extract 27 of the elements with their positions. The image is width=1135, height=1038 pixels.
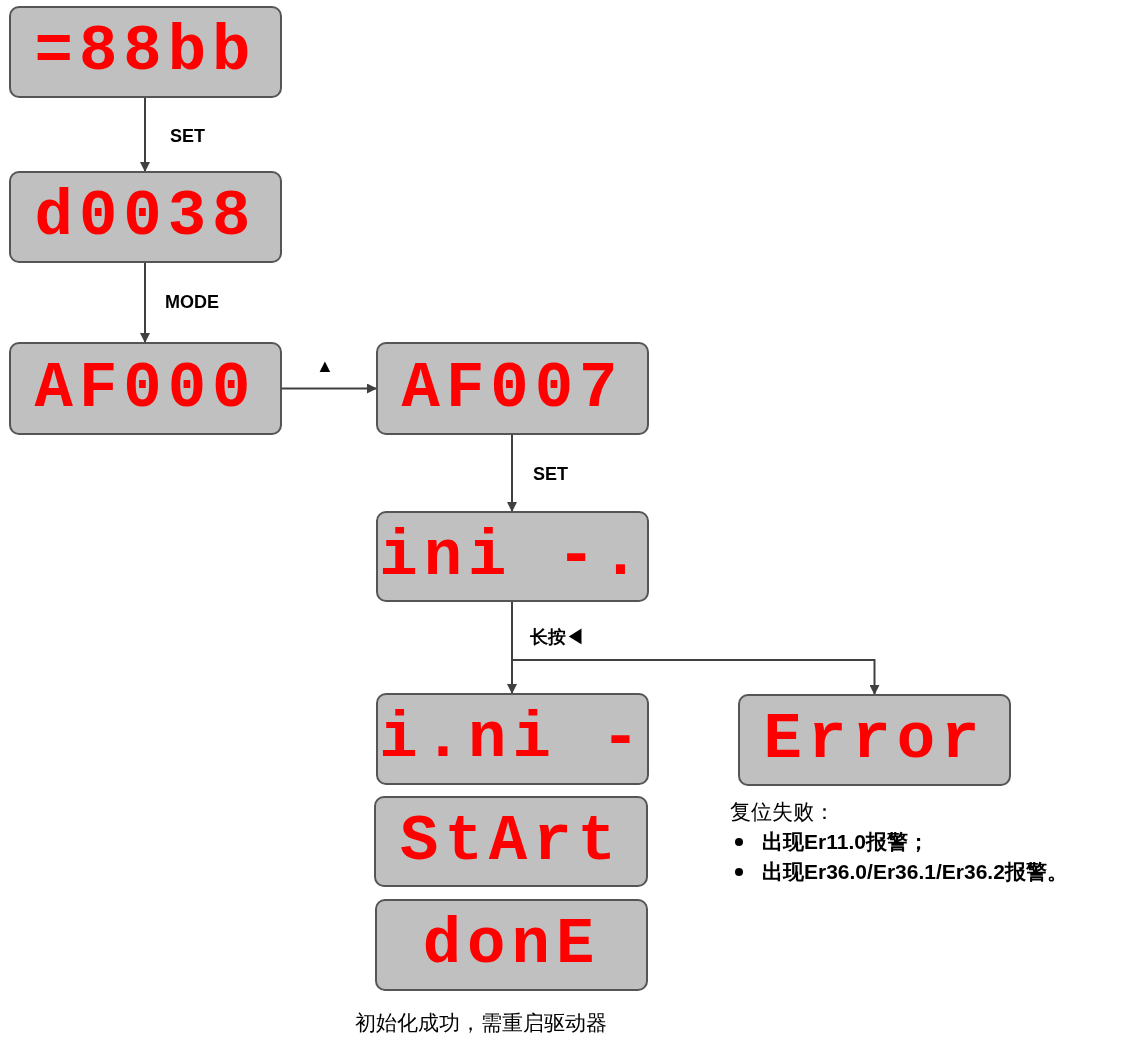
seven-segment-display — [9, 6, 282, 98]
display-readout: AF007 — [401, 352, 624, 425]
seven-segment-display — [375, 899, 648, 991]
caption-text: 复位失败： — [730, 799, 835, 825]
seven-segment-display — [374, 796, 648, 887]
display-readout: donE — [422, 909, 601, 981]
list-item: 出现Er36.0/Er36.1/Er36.2报警。 — [762, 859, 1068, 885]
seven-segment-display — [9, 342, 282, 435]
seven-segment-display — [9, 171, 282, 263]
arrow — [507, 434, 517, 512]
display-readout: =88bb — [34, 16, 257, 88]
seven-segment-display — [738, 694, 1011, 786]
display-readout: StArt — [400, 805, 622, 878]
caption-text: 初始化成功，需重启驱动器 — [355, 1010, 607, 1036]
edge-label: 长按◀ — [530, 625, 584, 649]
arrow — [281, 383, 377, 394]
arrow — [140, 262, 150, 343]
seven-segment-display — [376, 342, 649, 435]
list-item: 出现Er11.0报警； — [762, 829, 929, 855]
display-readout: AF000 — [34, 352, 257, 425]
arrow — [140, 97, 150, 172]
display-readout: i.ni - — [379, 703, 646, 775]
display-readout: Error — [763, 704, 986, 776]
display-readout: ini -. — [379, 520, 646, 593]
seven-segment-display — [376, 511, 649, 602]
seven-segment-display — [376, 693, 649, 785]
display-readout: d0038 — [34, 181, 257, 253]
